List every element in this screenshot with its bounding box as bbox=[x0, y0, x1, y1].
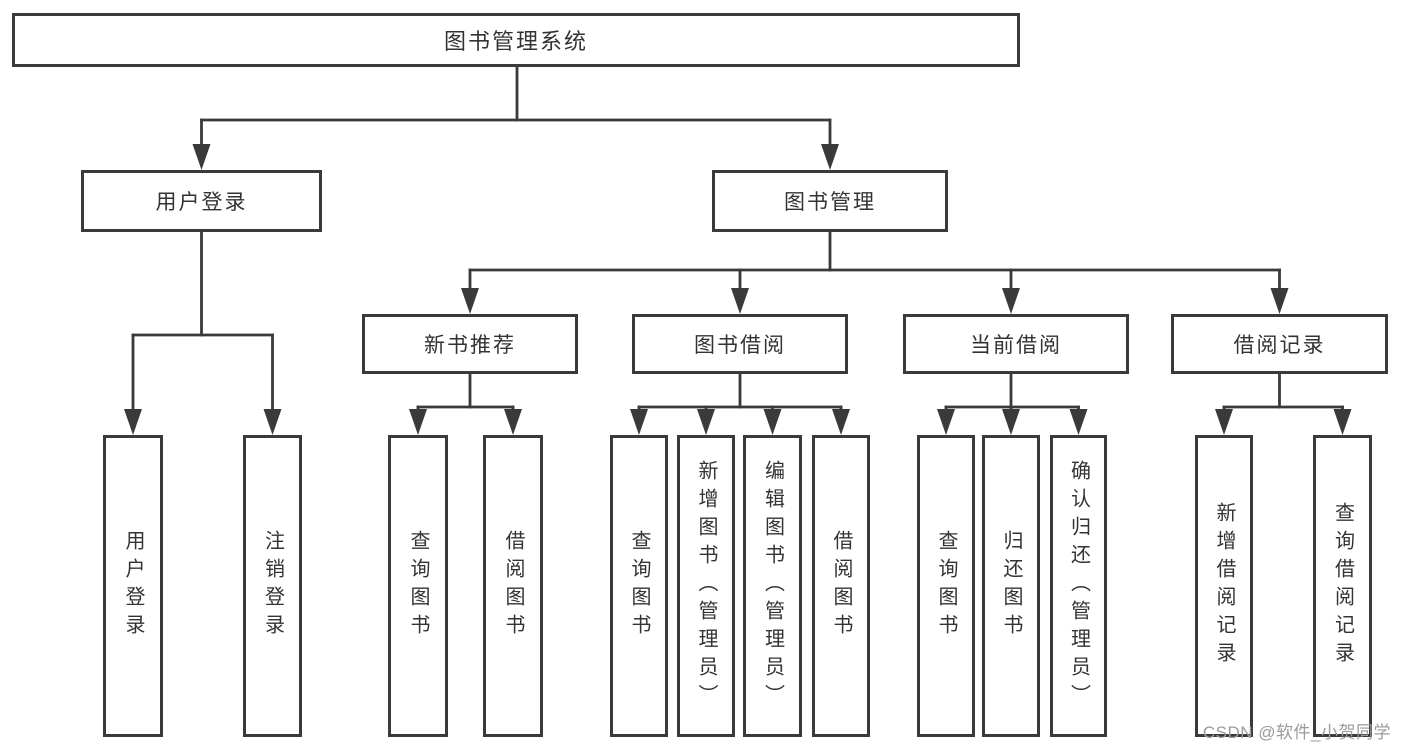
leaf-br-add-record-label: 新增借阅记录 bbox=[1213, 502, 1235, 670]
arrowhead-down-icon bbox=[409, 409, 427, 435]
node-current-borrow: 当前借阅 bbox=[903, 314, 1129, 374]
node-root: 图书管理系统 bbox=[12, 13, 1020, 67]
node-current-borrow-label: 当前借阅 bbox=[970, 334, 1062, 357]
arrowhead-down-icon bbox=[461, 288, 479, 314]
arrowhead-down-icon bbox=[763, 409, 782, 435]
leaf-rec-query-books: 查询图书 bbox=[388, 435, 448, 737]
watermark: CSDN @软件_小贺同学 bbox=[1202, 723, 1391, 742]
leaf-cb-confirm-return-admin: 确认归还（管理员） bbox=[1050, 435, 1107, 737]
arrowhead-down-icon bbox=[937, 409, 955, 435]
leaf-bb-query-books-label: 查询图书 bbox=[628, 530, 650, 642]
leaf-bb-add-books-admin-label: 新增图书（管理员） bbox=[695, 460, 717, 712]
leaf-user-login-label: 用户登录 bbox=[122, 530, 144, 642]
leaf-br-query-record-label: 查询借阅记录 bbox=[1331, 502, 1354, 670]
node-borrow-records: 借阅记录 bbox=[1171, 314, 1388, 374]
node-borrow-records-label: 借阅记录 bbox=[1233, 334, 1326, 357]
leaf-logout-label: 注销登录 bbox=[261, 530, 284, 642]
node-book-borrow-label: 图书借阅 bbox=[694, 334, 786, 357]
leaf-cb-query-books: 查询图书 bbox=[917, 435, 975, 737]
arrowhead-down-icon bbox=[192, 144, 211, 170]
arrowhead-down-icon bbox=[263, 409, 282, 435]
leaf-rec-borrow-books: 借阅图书 bbox=[483, 435, 543, 737]
arrowhead-down-icon bbox=[124, 409, 142, 435]
arrowhead-down-icon bbox=[1215, 409, 1233, 435]
leaf-cb-confirm-return-admin-label: 确认归还（管理员） bbox=[1067, 460, 1090, 712]
arrowhead-down-icon bbox=[1069, 409, 1088, 435]
leaf-logout: 注销登录 bbox=[243, 435, 302, 737]
arrowhead-down-icon bbox=[1002, 409, 1020, 435]
node-book-borrow: 图书借阅 bbox=[632, 314, 848, 374]
leaf-bb-borrow-books: 借阅图书 bbox=[812, 435, 870, 737]
arrowhead-down-icon bbox=[697, 409, 715, 435]
arrowhead-down-icon bbox=[1002, 288, 1020, 314]
leaf-bb-add-books-admin: 新增图书（管理员） bbox=[677, 435, 735, 737]
leaf-rec-borrow-books-label: 借阅图书 bbox=[502, 530, 524, 642]
node-book-management-label: 图书管理 bbox=[784, 191, 876, 214]
leaf-rec-query-books-label: 查询图书 bbox=[407, 530, 429, 642]
node-book-management: 图书管理 bbox=[712, 170, 948, 232]
node-new-book-recommend: 新书推荐 bbox=[362, 314, 578, 374]
arrowhead-down-icon bbox=[821, 144, 839, 170]
arrowhead-down-icon bbox=[630, 409, 648, 435]
leaf-cb-return-books: 归还图书 bbox=[982, 435, 1040, 737]
node-user-login-label: 用户登录 bbox=[155, 191, 248, 214]
leaf-bb-borrow-books-label: 借阅图书 bbox=[830, 530, 852, 642]
leaf-bb-edit-books-admin-label: 编辑图书（管理员） bbox=[761, 460, 784, 712]
leaf-bb-edit-books-admin: 编辑图书（管理员） bbox=[743, 435, 802, 737]
arrowhead-down-icon bbox=[731, 288, 749, 314]
arrowhead-down-icon bbox=[832, 409, 850, 435]
leaf-bb-query-books: 查询图书 bbox=[610, 435, 668, 737]
leaf-cb-query-books-label: 查询图书 bbox=[935, 530, 957, 642]
arrowhead-down-icon bbox=[1270, 288, 1289, 314]
leaf-br-add-record: 新增借阅记录 bbox=[1195, 435, 1253, 737]
arrowhead-down-icon bbox=[504, 409, 522, 435]
node-root-label: 图书管理系统 bbox=[443, 29, 588, 54]
leaf-br-query-record: 查询借阅记录 bbox=[1313, 435, 1372, 737]
leaf-cb-return-books-label: 归还图书 bbox=[1000, 530, 1022, 642]
leaf-user-login: 用户登录 bbox=[103, 435, 163, 737]
node-user-login: 用户登录 bbox=[81, 170, 322, 232]
node-new-book-recommend-label: 新书推荐 bbox=[424, 334, 516, 357]
arrowhead-down-icon bbox=[1333, 409, 1352, 435]
